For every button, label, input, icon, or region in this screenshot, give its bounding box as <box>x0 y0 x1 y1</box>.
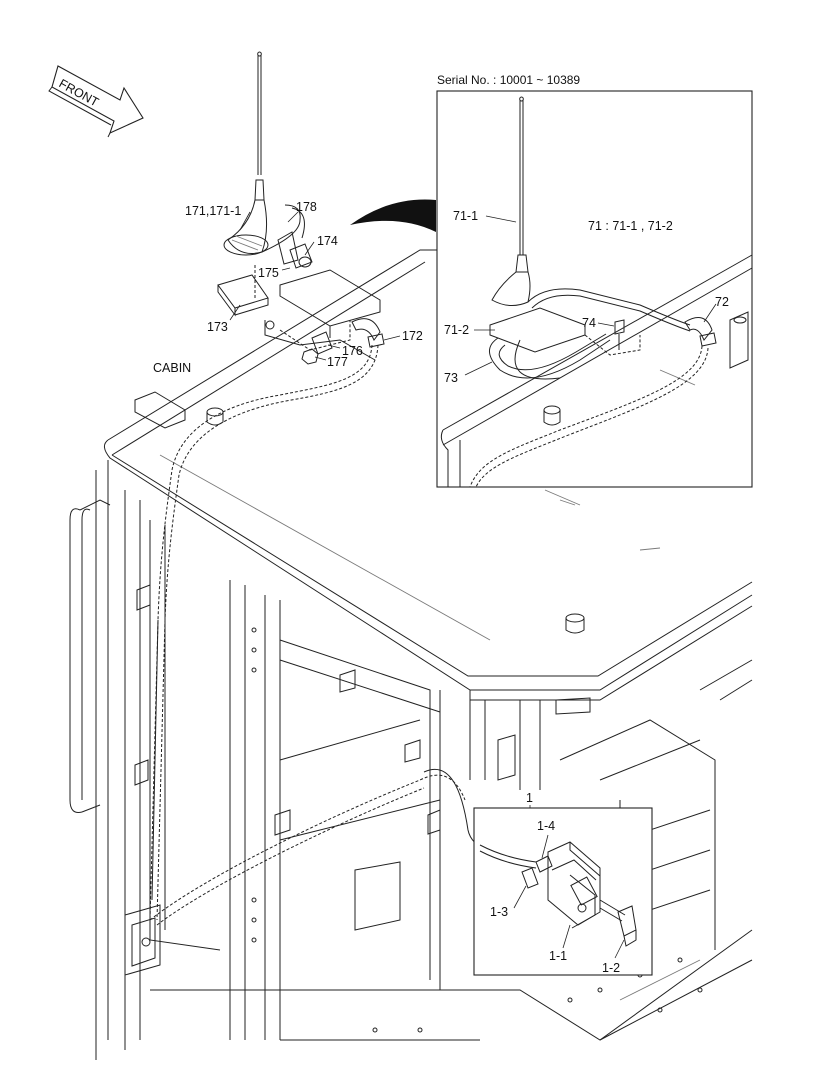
callout-171: 171,171-1 <box>185 204 241 218</box>
main-callout-leaders <box>229 211 401 361</box>
cabin-label: CABIN <box>153 361 191 375</box>
antenna-cable-route <box>149 344 531 926</box>
radio-unit-drawing <box>479 841 637 947</box>
radio-callout-1-3: 1-3 <box>490 905 508 919</box>
inset-callout-74: 74 <box>582 316 596 330</box>
radio-callout-1-4: 1-4 <box>537 819 555 833</box>
radio-callout-1-1: 1-1 <box>549 949 567 963</box>
callout-176: 176 <box>342 344 363 358</box>
inset-callout-leaders <box>464 215 717 376</box>
inset-callout-71-2: 71-2 <box>444 323 469 337</box>
antenna-assembly <box>217 51 385 365</box>
serial-inset-frame <box>436 90 753 488</box>
radio-callout-1-2: 1-2 <box>602 961 620 975</box>
inset-callout-71-1: 71-1 <box>453 209 478 223</box>
front-arrow: FRONT <box>48 65 144 138</box>
serial-label: Serial No. : 10001 ~ 10389 <box>437 73 580 87</box>
radio-callout-leaders <box>513 834 625 959</box>
callout-174: 174 <box>317 234 338 248</box>
inset-callout-72: 72 <box>715 295 729 309</box>
callout-177: 177 <box>327 355 348 369</box>
inset-callout-71-note: 71 : 71-1 , 71-2 <box>588 219 673 233</box>
inset-pointer-arrow <box>350 199 436 232</box>
callout-175: 175 <box>258 266 279 280</box>
radio-callout-1: 1 <box>526 791 533 805</box>
callout-172: 172 <box>402 329 423 343</box>
callout-173: 173 <box>207 320 228 334</box>
cabin-body <box>69 249 753 1060</box>
serial-inset-drawing <box>440 96 753 506</box>
callout-178: 178 <box>296 200 317 214</box>
inset-callout-73: 73 <box>444 371 458 385</box>
roof-boss-right <box>565 613 585 634</box>
